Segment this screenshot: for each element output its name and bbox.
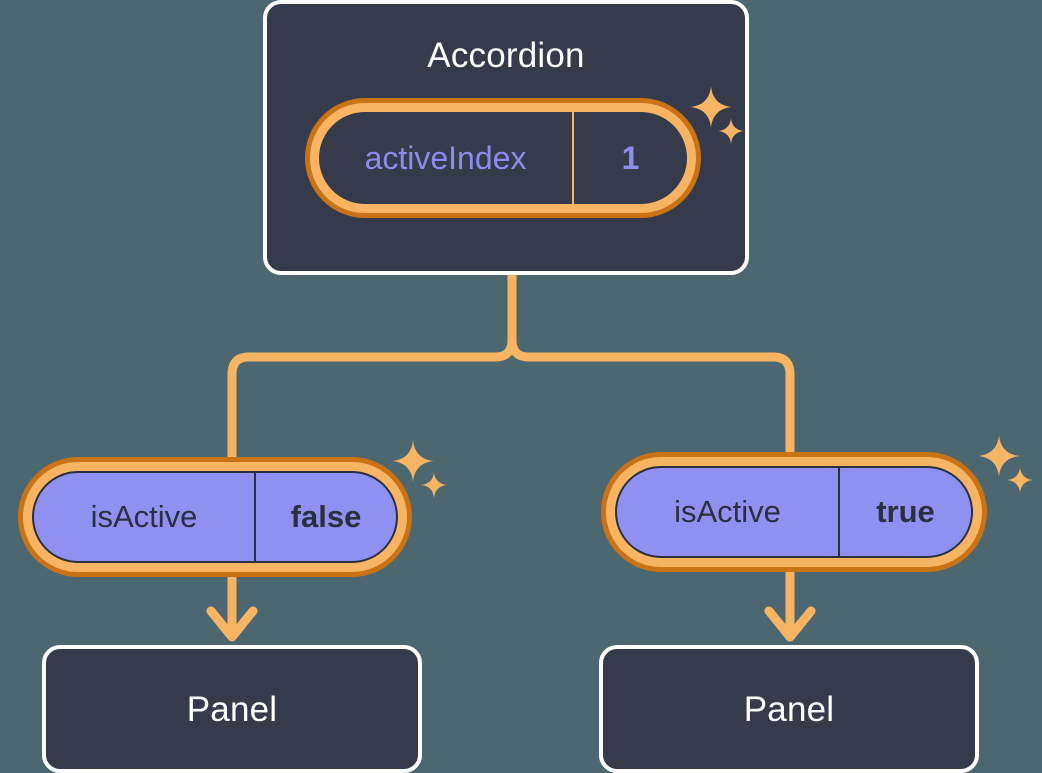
state-pill-highlight-ring: isActive false <box>23 462 407 572</box>
state-pill-value: true <box>876 494 935 529</box>
connector-fork-tree <box>507 269 795 465</box>
state-pill-highlight-ring: isActive true <box>606 457 982 567</box>
state-pill-value: false <box>290 499 362 534</box>
sparkle-four-point-small-icon <box>1007 467 1033 493</box>
sparkle-four-point-large-icon <box>392 440 434 482</box>
sparkle-four-point-small-icon <box>421 472 447 498</box>
state-pill-key: isActive <box>617 468 840 556</box>
component-title-panel-right: Panel <box>743 689 835 729</box>
component-title-accordion: Accordion <box>427 36 585 75</box>
arrow-right-pill-to-panel <box>764 571 816 642</box>
sparkle-four-point-large-icon <box>978 435 1020 477</box>
state-pill-body: activeIndex 1 <box>319 112 687 204</box>
component-box-panel-left[interactable]: Panel <box>42 645 422 773</box>
state-pill-key: activeIndex <box>319 112 574 204</box>
component-box-panel-right[interactable]: Panel <box>599 645 979 773</box>
state-pill-is-active-left[interactable]: isActive false <box>18 457 412 577</box>
connector-fork-left-branch <box>227 335 517 471</box>
state-pill-body: isActive true <box>615 466 973 558</box>
state-pill-key: isActive <box>34 473 256 561</box>
arrow-left-pill-to-panel <box>206 576 258 642</box>
state-pill-highlight-ring: activeIndex 1 <box>310 103 696 213</box>
state-pill-is-active-right[interactable]: isActive true <box>601 452 987 572</box>
state-pill-value: 1 <box>621 139 640 176</box>
component-title-panel-left: Panel <box>186 689 278 729</box>
state-pill-active-index[interactable]: activeIndex 1 <box>305 98 701 218</box>
state-pill-body: isActive false <box>32 471 398 563</box>
